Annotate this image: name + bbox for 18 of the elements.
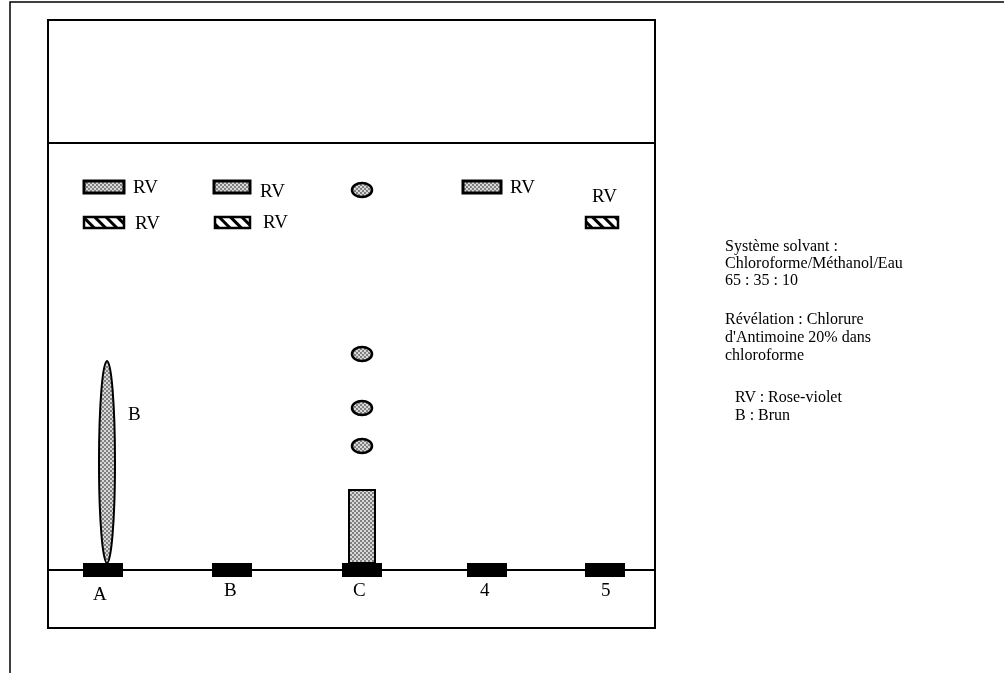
spot-label: 4 xyxy=(480,580,490,600)
spot-label: RV xyxy=(260,181,285,201)
spot-label: A xyxy=(93,584,107,604)
spot-label: RV xyxy=(263,212,288,232)
note-text: Chloroforme/Méthanol/Eau xyxy=(725,254,903,272)
spot-label: RV xyxy=(133,177,158,197)
spot-label: C xyxy=(353,580,366,600)
note-text: 65 : 35 : 10 xyxy=(725,271,798,289)
spot-label: RV xyxy=(135,213,160,233)
spot-label: RV xyxy=(592,186,617,206)
spot-label: B xyxy=(224,580,237,600)
spot-label: 5 xyxy=(601,580,611,600)
color-key-text: B : Brun xyxy=(735,406,791,424)
note-text: Révélation : Chlorure d'Antimoine 20% dans chloroforme xyxy=(725,310,872,364)
spot-label: RV xyxy=(510,177,535,197)
spot-label: B xyxy=(128,404,141,424)
note-text: Système solvant : xyxy=(725,237,838,255)
color-key-text: RV : Rose-violet xyxy=(735,388,842,406)
